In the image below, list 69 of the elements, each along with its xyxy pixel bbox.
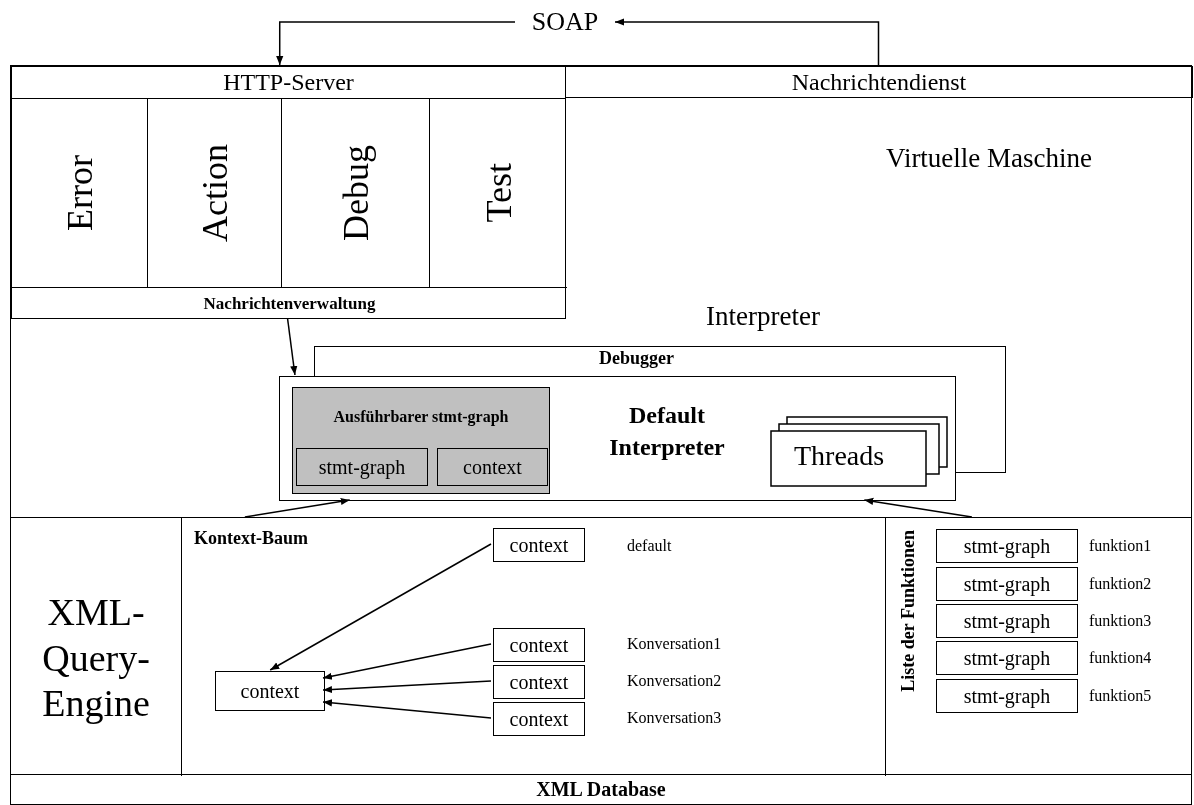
box-label: context [463,455,522,479]
interpreter-box [279,376,956,501]
box-label: context [509,633,569,657]
panel-title: Liste der Funktionen [898,530,919,692]
arrow [322,680,492,694]
context-box [493,528,585,562]
bar-label: XML Database [536,778,666,801]
box-caption: Konversation1 [627,635,722,653]
database-bar [10,775,1192,805]
service-bar [566,66,1193,98]
box-label: stmt-graph [963,646,1051,670]
area-title: Virtuelle Maschine [886,143,1093,174]
server-box [11,66,566,319]
box-label: stmt-graph [963,684,1051,708]
arrow [863,497,973,518]
box-label: stmt-graph [963,572,1051,596]
graph-box [936,529,1078,563]
section-header: HTTP-Server [12,67,565,99]
context-box [493,702,585,736]
context-box [493,665,585,699]
machine-area [10,65,1192,517]
box-label: stmt-graph [963,534,1051,558]
box-label: context [509,670,569,694]
column-label: Test [477,163,520,223]
section-title: Debugger [599,348,674,369]
executable-graph-box [292,387,550,494]
box-label: context [509,533,569,557]
arrow [322,699,492,719]
arrow [286,317,298,376]
column-label: Action [193,144,236,242]
graph-box [936,567,1078,601]
context-box [215,671,325,711]
box-label: Threads [794,440,885,472]
box-caption: funktion2 [1089,575,1152,593]
box-label: context [509,707,569,731]
box-caption: funktion1 [1089,537,1152,555]
box-title: Ausführbarer stmt-graph [332,408,510,426]
box-caption: default [627,537,672,555]
graph-box [296,448,428,486]
arrow [269,543,492,671]
box-caption: Konversation3 [627,709,722,727]
stacked-box [770,416,950,488]
engine-area [10,517,1192,775]
arrow [276,21,516,66]
bar-label: Nachrichtendienst [791,68,967,96]
bar-label: Nachrichtenverwaltung [203,294,376,314]
column-label: Error [58,155,101,231]
graph-box [936,641,1078,675]
arrow [614,18,880,66]
box-caption: funktion4 [1089,649,1152,667]
box-label: stmt-graph [963,609,1051,633]
arrow [322,643,492,680]
arrow [244,497,351,518]
context-box [493,628,585,662]
context-box [437,448,548,486]
tree-panel [181,518,886,776]
graph-box [936,679,1078,713]
section-title: Interpreter [706,301,820,332]
box-caption: funktion3 [1089,612,1152,630]
box-caption: Konversation2 [627,672,722,690]
column-label: Debug [334,145,377,241]
box-caption: funktion5 [1089,687,1152,705]
box-title: Default Interpreter [608,401,726,463]
box-label: stmt-graph [318,455,406,479]
area-title: XML- Query- Engine [41,590,151,727]
panel-title: Kontext-Baum [194,528,308,549]
box-label: context [240,679,300,703]
protocol-text: SOAP [531,7,599,37]
graph-box [936,604,1078,638]
